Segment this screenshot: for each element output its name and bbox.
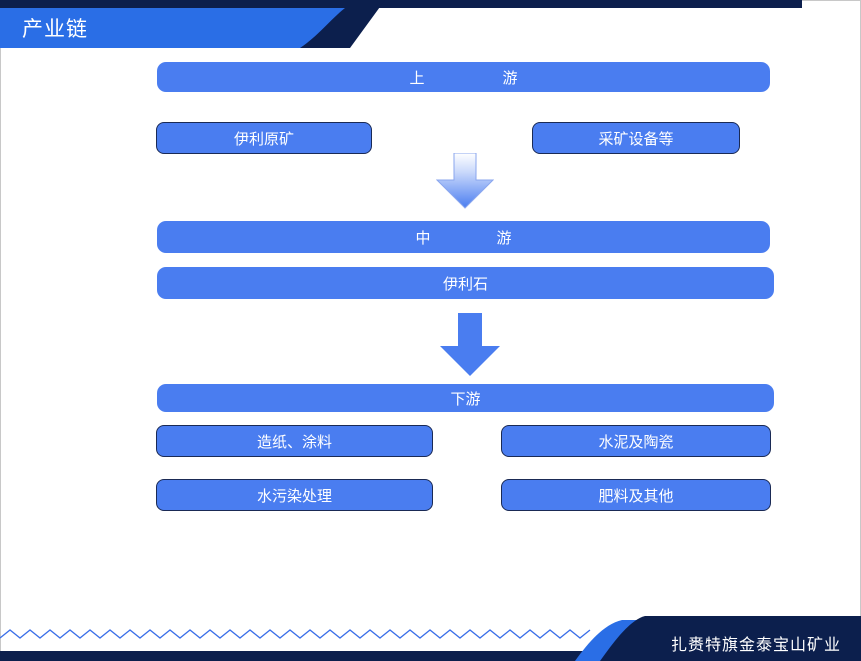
downstream-item-fertilizer-other: 肥料及其他 [501,479,771,511]
downstream-item-water-treatment: 水污染处理 [156,479,433,511]
footer-band [0,616,861,661]
header-band [0,0,802,48]
midstream-heading-bar: 中 游 [157,221,770,253]
downstream-item-paper-coating: 造纸、涂料 [156,425,433,457]
downstream-item-cement-ceramics: 水泥及陶瓷 [501,425,771,457]
down-arrow-icon [440,313,500,376]
midstream-heading-part1: 中 [415,228,431,247]
page-title: 产业链 [22,17,88,41]
upstream-heading-part1: 上 [409,68,425,87]
midstream-heading-part2: 游 [496,228,512,247]
upstream-item-mining-equipment: 采矿设备等 [532,122,740,154]
upstream-item-raw-ore: 伊利原矿 [156,122,372,154]
down-arrow-icon [436,153,494,209]
downstream-heading-bar: 下游 [157,384,774,412]
upstream-heading-bar: 上 游 [157,62,770,92]
upstream-heading-part2: 游 [502,68,518,87]
midstream-item-illite: 伊利石 [157,267,774,299]
footer-company-name: 扎赉特旗金泰宝山矿业 [670,635,841,654]
